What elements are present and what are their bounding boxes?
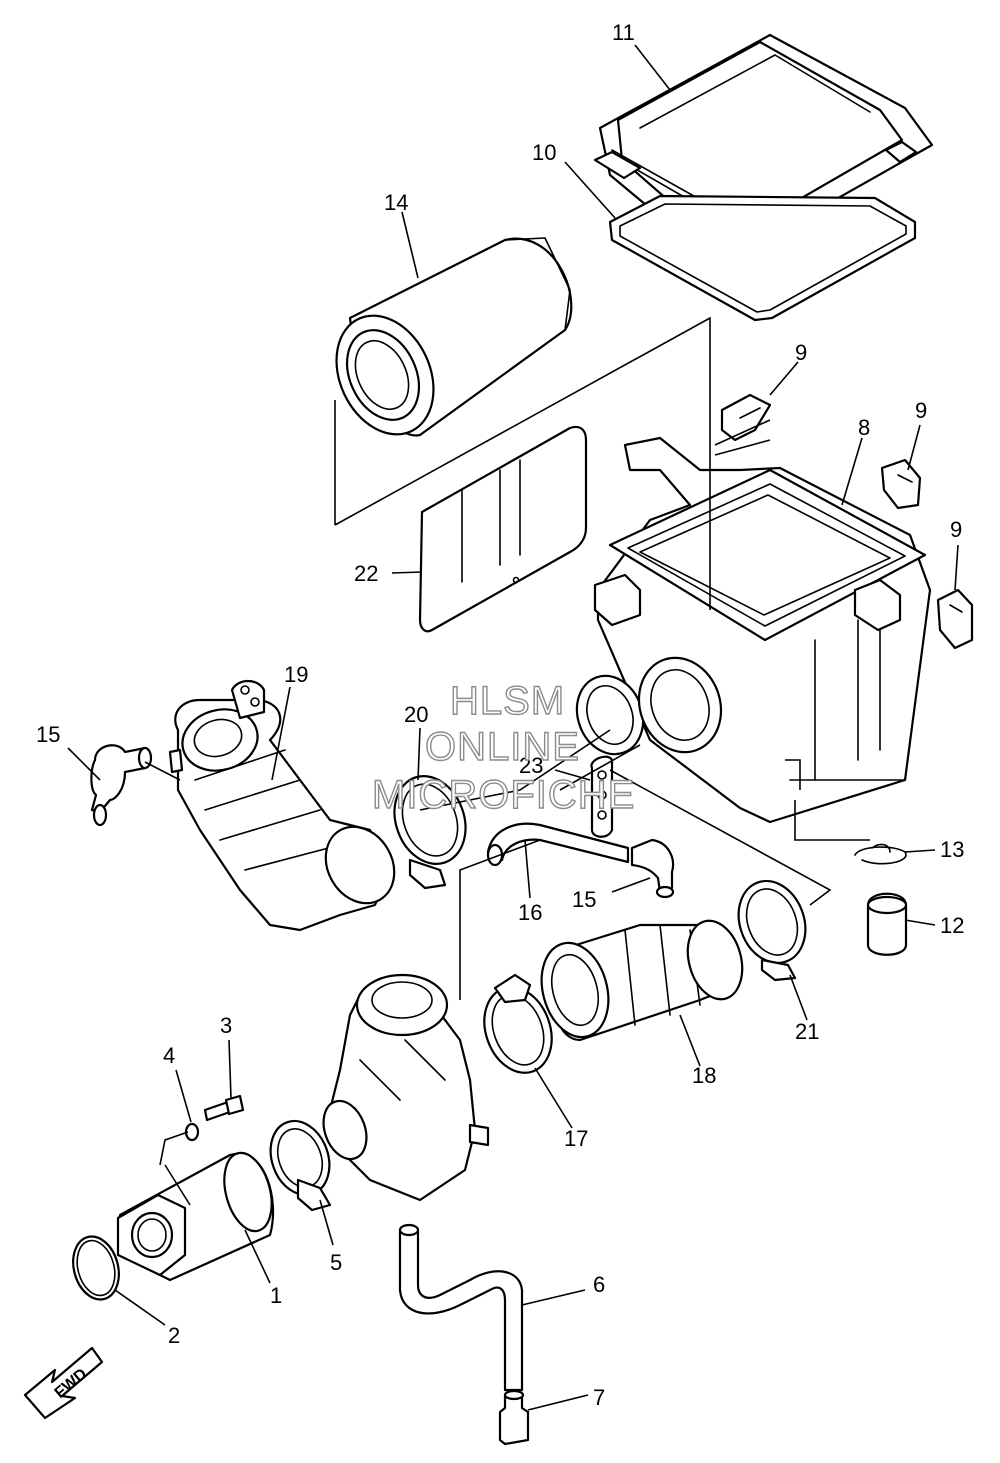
callout-21: 21 [795, 1019, 819, 1044]
filter-plate[interactable] [418, 425, 588, 633]
callout-20: 20 [404, 702, 428, 727]
callout-leaders [67, 44, 959, 1411]
watermark: HLSM ONLINE MICROFICHE [371, 678, 635, 817]
joint-bracket[interactable] [590, 755, 614, 838]
callout-15-left: 15 [36, 722, 60, 747]
carburetor [322, 973, 490, 1202]
callout-10: 10 [532, 140, 556, 165]
callout-6: 6 [593, 1272, 605, 1297]
callout-22: 22 [354, 561, 378, 586]
callout-18: 18 [692, 1063, 716, 1088]
drain-plug[interactable] [866, 892, 908, 956]
callout-19: 19 [284, 662, 308, 687]
callout-2: 2 [168, 1323, 180, 1348]
callout-17: 17 [564, 1126, 588, 1151]
callout-labels: 1 2 3 4 5 6 7 8 9 9 9 10 11 12 13 14 15 … [36, 20, 964, 1410]
assembly-guides [144, 316, 870, 1206]
intake-duct[interactable] [168, 679, 408, 932]
watermark-line1: HLSM [450, 679, 565, 723]
air-box-outlet [575, 656, 723, 756]
callout-11: 11 [612, 20, 635, 45]
carburetor-joint[interactable] [532, 915, 751, 1045]
o-ring[interactable] [66, 1231, 125, 1304]
callout-3: 3 [220, 1013, 232, 1038]
callout-14: 14 [384, 190, 408, 215]
air-filter-element[interactable] [318, 237, 573, 450]
callout-5: 5 [330, 1250, 342, 1275]
air-box-case[interactable] [593, 436, 932, 824]
callout-9-top: 9 [795, 340, 807, 365]
callout-1: 1 [270, 1283, 282, 1308]
hose-clamp-5[interactable] [261, 1113, 340, 1212]
retaining-clip-right[interactable] [880, 458, 922, 510]
elbow-fitting-left[interactable] [90, 744, 153, 827]
callout-23: 23 [519, 753, 543, 778]
elbow-fitting-right[interactable] [630, 838, 675, 899]
callout-4: 4 [163, 1043, 175, 1068]
callout-16: 16 [518, 900, 542, 925]
hose-fitting[interactable] [498, 1389, 530, 1446]
watermark-line3: MICROFICHE [372, 773, 635, 817]
callout-8: 8 [858, 415, 870, 440]
intake-joint[interactable] [116, 1148, 280, 1282]
callout-9-side: 9 [950, 517, 962, 542]
breather-hose[interactable] [486, 822, 630, 867]
callout-13: 13 [940, 837, 964, 862]
retaining-clip-side[interactable] [936, 588, 974, 650]
forward-arrow: FWD [23, 1346, 104, 1420]
hose-clamp-17[interactable] [473, 973, 563, 1082]
hose-clamp-21[interactable] [728, 872, 817, 982]
retaining-clip-top[interactable] [720, 393, 772, 442]
callout-9-right: 9 [915, 398, 927, 423]
callout-12: 12 [940, 913, 964, 938]
hose-clamp-20[interactable] [383, 766, 478, 890]
callout-7: 7 [593, 1385, 605, 1410]
bolt[interactable] [203, 1094, 245, 1122]
drain-clip[interactable] [854, 843, 907, 865]
overflow-hose[interactable] [398, 1223, 524, 1392]
callout-15-right: 15 [572, 887, 596, 912]
cover-gasket[interactable] [608, 194, 917, 322]
watermark-line2: ONLINE [425, 725, 580, 769]
